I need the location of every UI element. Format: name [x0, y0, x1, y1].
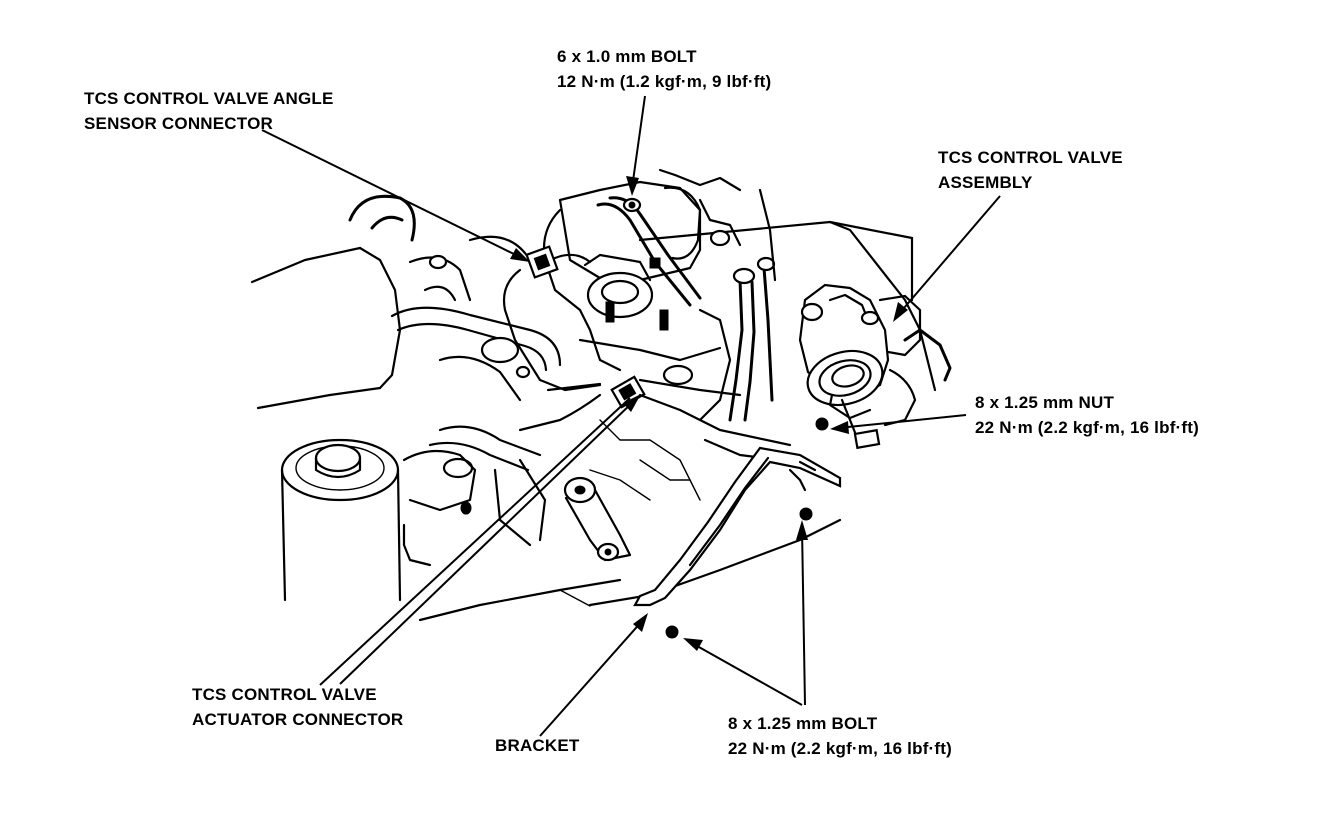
leader-lines — [261, 95, 1001, 737]
bolt-8mm-torque: 22 N·m (2.2 kgf·m, 16 lbf·ft) — [728, 739, 952, 758]
body-panel-outlines — [250, 220, 937, 622]
valve-assembly-line2: ASSEMBLY — [938, 173, 1033, 192]
bracket-line1: BRACKET — [495, 736, 580, 755]
nut-8mm-torque: 22 N·m (2.2 kgf·m, 16 lbf·ft) — [975, 418, 1199, 437]
valve-assembly-line1: TCS CONTROL VALVE — [938, 148, 1123, 167]
angle-sensor-connector-label: TCS CONTROL VALVE ANGLE SENSOR CONNECTOR — [84, 86, 334, 136]
angle-sensor-connector-line2: SENSOR CONNECTOR — [84, 114, 273, 133]
valve-assembly-label: TCS CONTROL VALVE ASSEMBLY — [938, 145, 1123, 195]
angle-sensor-connector-illustration — [502, 245, 602, 392]
bolt-8mm-label: 8 x 1.25 mm BOLT 22 N·m (2.2 kgf·m, 16 l… — [728, 711, 952, 761]
angle-sensor-connector-line1: TCS CONTROL VALVE ANGLE — [84, 89, 334, 108]
bolt-8mm-spec: 8 x 1.25 mm BOLT — [728, 714, 878, 733]
actuator-connector-line2: ACTUATOR CONNECTOR — [192, 710, 404, 729]
bolt-6mm-label: 6 x 1.0 mm BOLT 12 N·m (1.2 kgf·m, 9 lbf… — [557, 44, 771, 94]
intake-manifold — [542, 168, 742, 397]
reservoir — [280, 438, 402, 602]
bolt-6mm-torque: 12 N·m (1.2 kgf·m, 9 lbf·ft) — [557, 72, 772, 91]
bolt-6mm-spec: 6 x 1.0 mm BOLT — [557, 47, 697, 66]
nut-8mm-spec: 8 x 1.25 mm NUT — [975, 393, 1115, 412]
bracket-illustration — [633, 446, 842, 607]
actuator-connector-label: TCS CONTROL VALVE ACTUATOR CONNECTOR — [192, 682, 403, 732]
actuator-connector-illustration — [518, 375, 792, 447]
actuator-connector-line1: TCS CONTROL VALVE — [192, 685, 377, 704]
nut-8mm-label: 8 x 1.25 mm NUT 22 N·m (2.2 kgf·m, 16 lb… — [975, 390, 1199, 440]
lower-linkage — [493, 419, 813, 639]
tcs-control-valve-assembly-illustration — [798, 283, 952, 450]
left-hoses — [348, 194, 562, 515]
bracket-label: BRACKET — [495, 733, 580, 758]
center-right-hoses — [698, 188, 782, 462]
